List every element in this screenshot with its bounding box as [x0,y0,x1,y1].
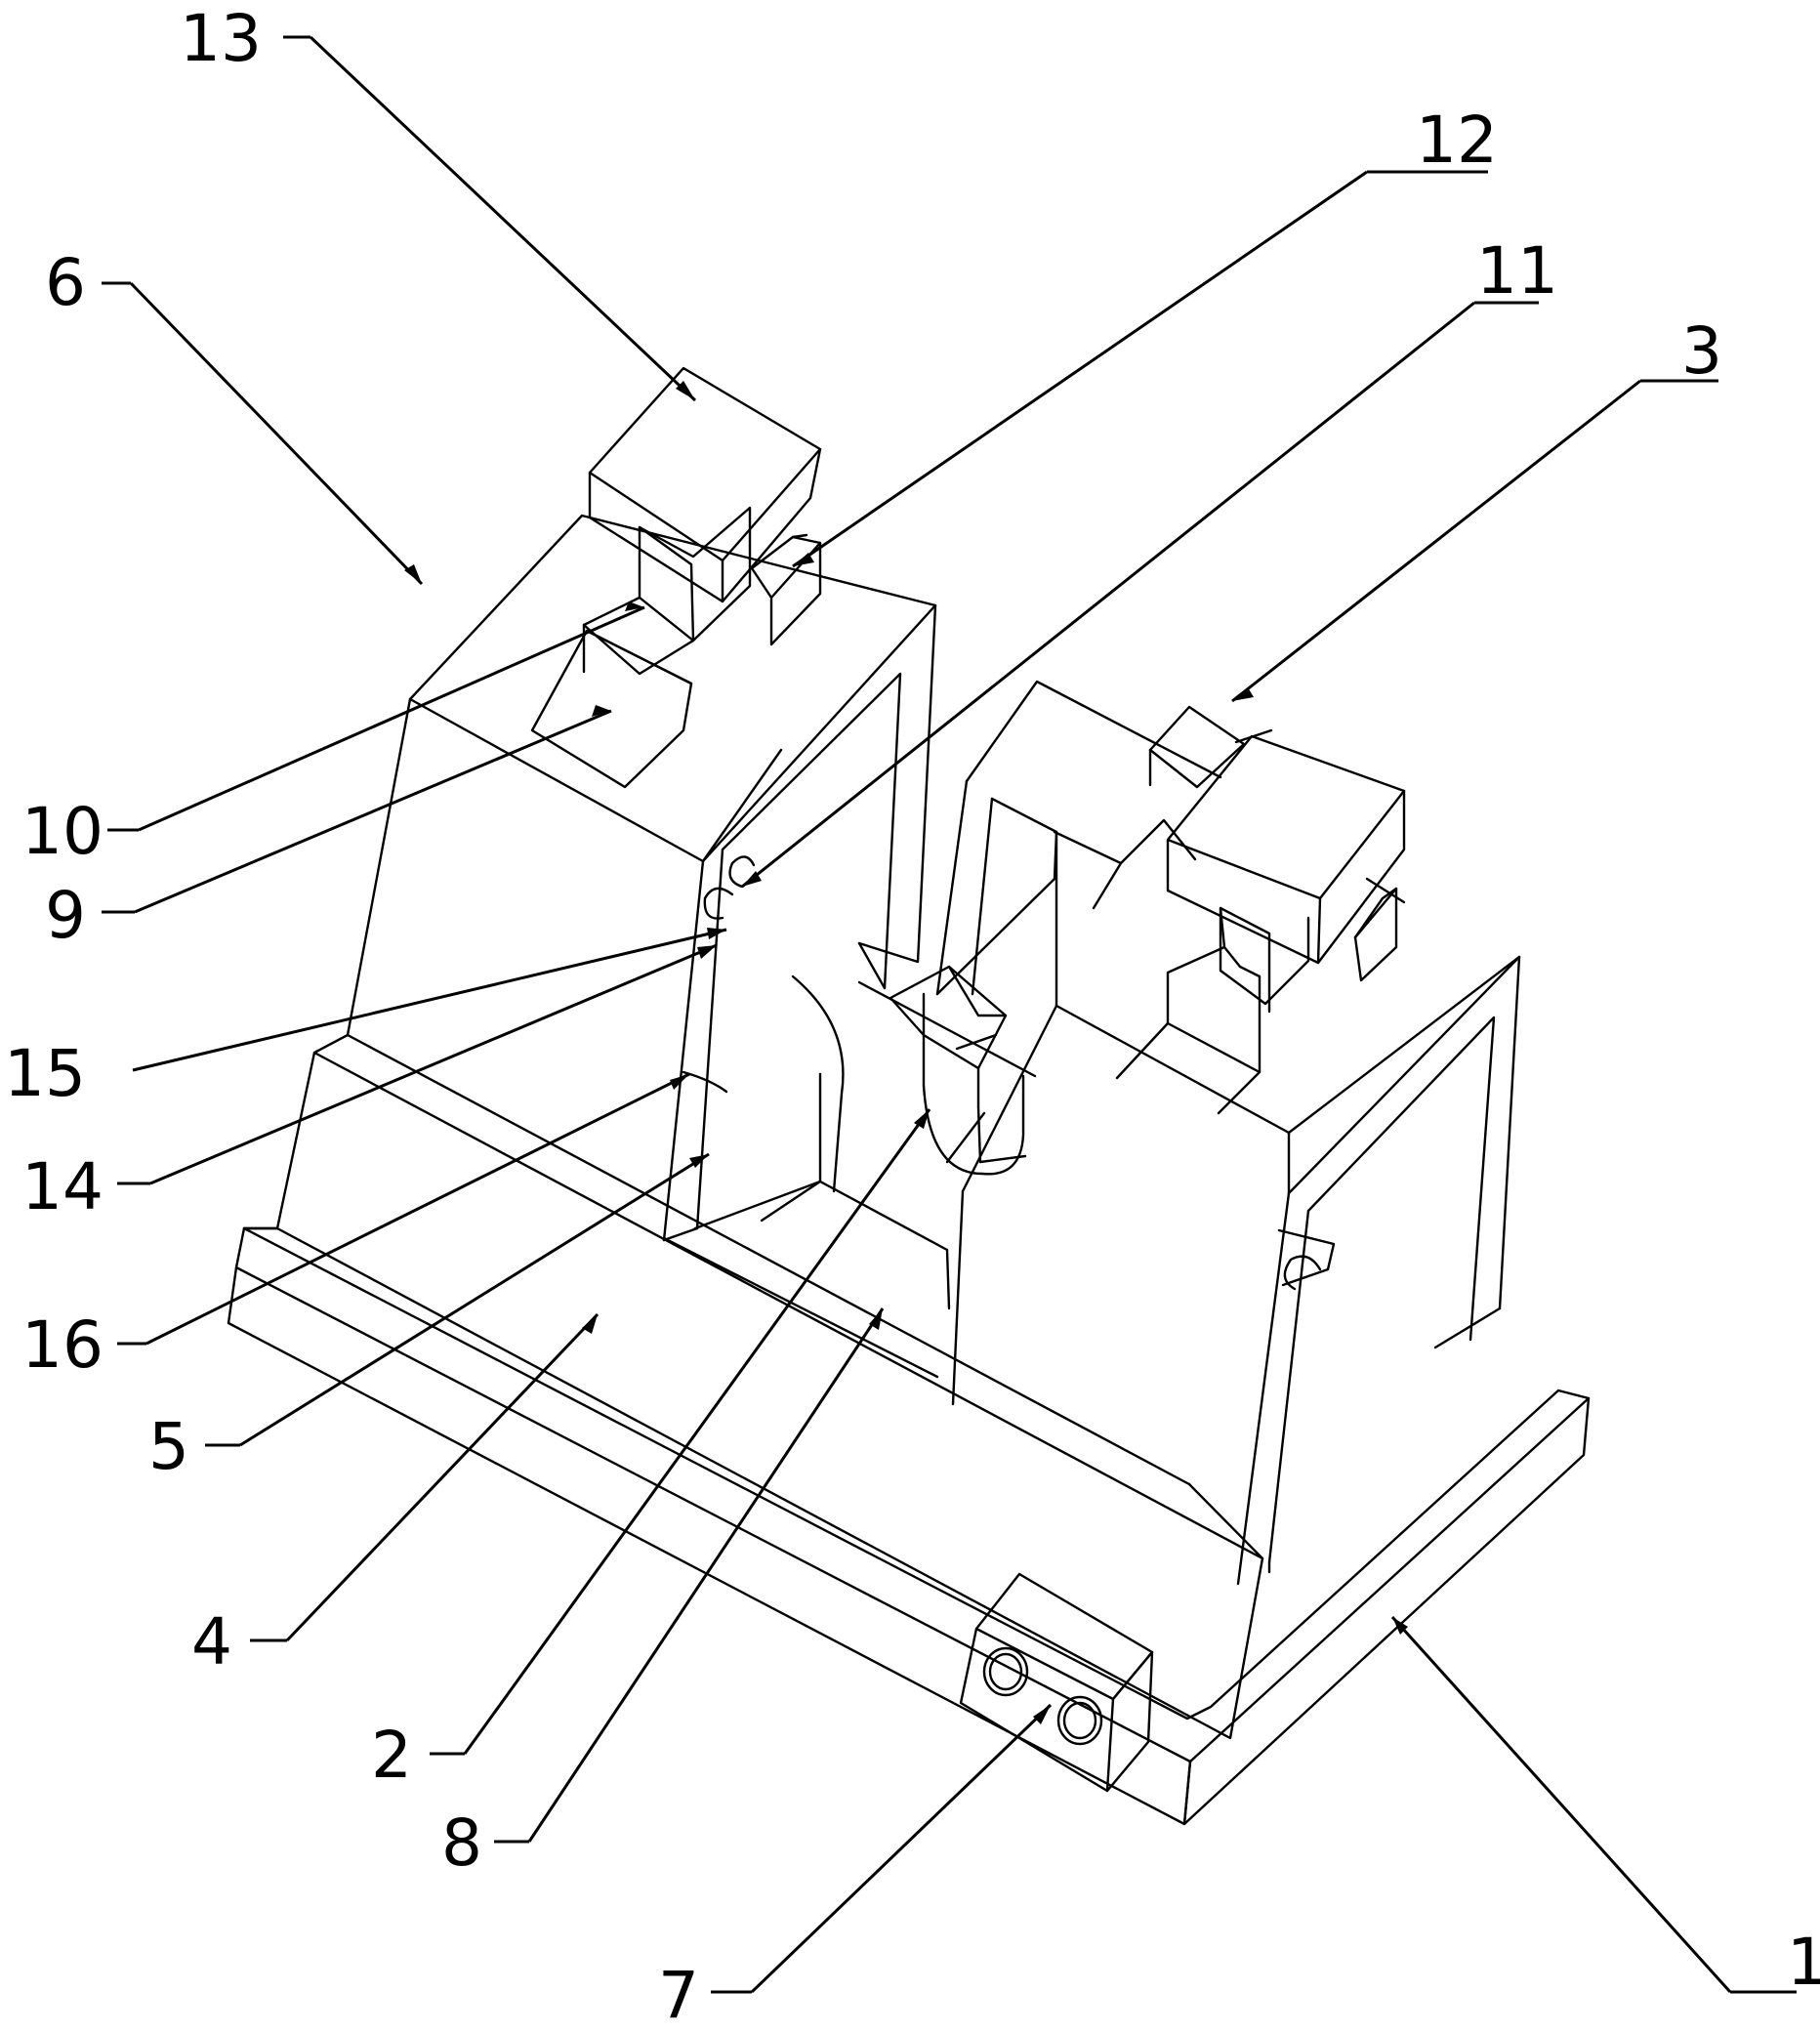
control-box [959,1572,1154,1793]
callout-14: 14 [21,1149,103,1224]
callout-7: 7 [658,1958,699,2032]
right-cylinder-assembly [1115,705,1406,1115]
leader-lines [102,35,1797,1994]
left-support-block [242,1033,1264,1740]
right-frame [935,680,1521,1586]
base-plate [227,1226,1591,1826]
center-clamp [857,965,1037,1176]
callout-12: 12 [1416,103,1498,178]
callout-1: 1 [1787,1925,1820,2000]
callout-15: 15 [4,1036,86,1111]
callout-16: 16 [21,1307,103,1383]
callout-9: 9 [45,878,86,953]
callout-labels: 13 12 11 3 6 10 9 15 14 16 5 4 2 8 7 1 [4,1,1820,2032]
callout-6: 6 [45,245,86,320]
callout-3: 3 [1681,313,1722,389]
leader-arrowheads [404,381,1408,1724]
callout-10: 10 [21,794,103,869]
callout-2: 2 [371,1718,412,1793]
callout-5: 5 [148,1409,189,1484]
left-cylinder-assembly [530,366,822,789]
callout-11: 11 [1476,233,1558,309]
callout-4: 4 [191,1604,232,1680]
callout-8: 8 [441,1805,482,1881]
left-frame [346,514,937,1242]
callout-13: 13 [180,1,262,76]
